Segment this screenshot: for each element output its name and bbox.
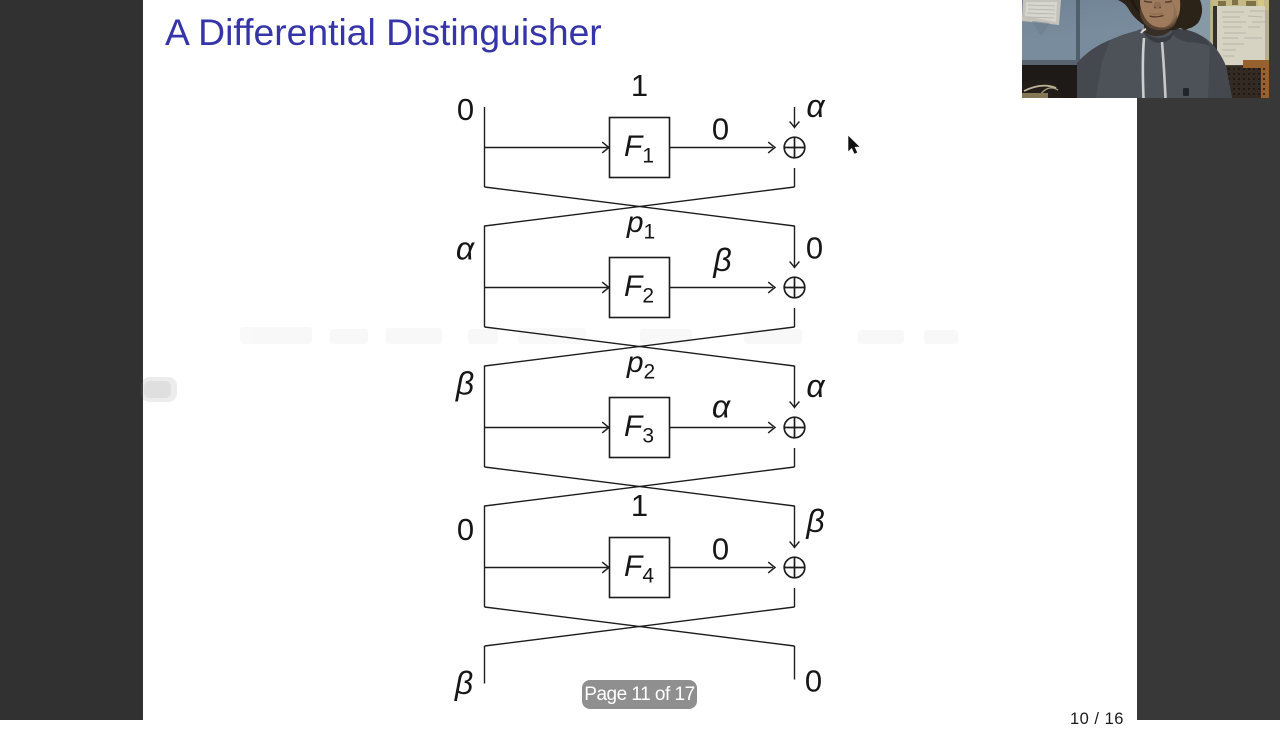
svg-text:F2: F2 bbox=[624, 270, 654, 308]
svg-text:α: α bbox=[806, 88, 825, 124]
svg-text:1: 1 bbox=[631, 68, 648, 103]
svg-text:β: β bbox=[712, 242, 731, 278]
svg-text:β: β bbox=[455, 366, 474, 402]
svg-text:0: 0 bbox=[805, 664, 822, 699]
svg-text:F3: F3 bbox=[624, 410, 654, 448]
svg-text:p2: p2 bbox=[626, 346, 655, 384]
svg-text:p1: p1 bbox=[626, 206, 655, 244]
svg-text:α: α bbox=[806, 368, 825, 404]
svg-text:F1: F1 bbox=[624, 130, 654, 168]
svg-text:0: 0 bbox=[806, 231, 823, 266]
svg-text:0: 0 bbox=[712, 112, 729, 147]
svg-text:α: α bbox=[712, 389, 731, 425]
svg-text:0: 0 bbox=[457, 512, 474, 547]
svg-text:α: α bbox=[456, 231, 475, 267]
svg-text:β: β bbox=[805, 503, 824, 539]
svg-text:F4: F4 bbox=[624, 550, 654, 588]
svg-text:1: 1 bbox=[631, 488, 648, 523]
svg-text:0: 0 bbox=[457, 92, 474, 127]
svg-text:0: 0 bbox=[712, 532, 729, 567]
svg-text:β: β bbox=[454, 665, 473, 701]
